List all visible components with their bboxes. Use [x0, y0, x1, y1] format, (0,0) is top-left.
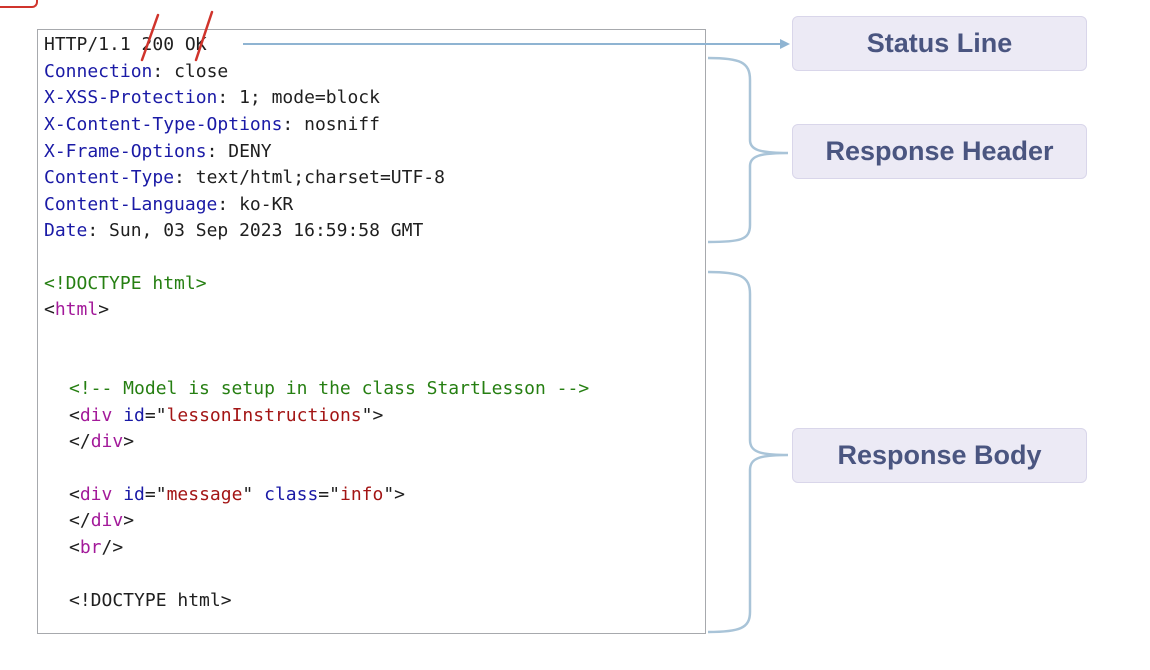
header-value: Sun, 03 Sep 2023 16:59:58 GMT: [109, 220, 424, 241]
response-body-label: Response Body: [792, 428, 1087, 483]
body-html-open: <html>: [44, 299, 110, 320]
header-line: Connection: close: [44, 61, 229, 82]
header-line: Date: Sun, 03 Sep 2023 16:59:58 GMT: [44, 220, 424, 241]
header-value: ko-KR: [239, 194, 294, 215]
header-line: X-Content-Type-Options: nosniff: [44, 114, 380, 135]
body-div-message-close: </div>: [69, 510, 135, 531]
header-line: X-XSS-Protection: 1; mode=block: [44, 87, 380, 108]
status-reason: OK: [184, 34, 207, 55]
http-response-code-box: [37, 29, 706, 634]
body-div-lesson-close: </div>: [69, 431, 135, 452]
header-name: X-Frame-Options: [44, 141, 207, 162]
header-name: Content-Language: [44, 194, 218, 215]
http-version: HTTP/1.1: [44, 34, 131, 55]
status-code: 200: [141, 34, 175, 55]
body-doctype-repeat: <!DOCTYPE html>: [69, 590, 232, 611]
header-value: nosniff: [304, 114, 380, 135]
header-line: Content-Language: ko-KR: [44, 194, 294, 215]
response-header-label: Response Header: [792, 124, 1087, 179]
header-line: X-Frame-Options: DENY: [44, 141, 272, 162]
body-comment: <!-- Model is setup in the class StartLe…: [69, 378, 590, 399]
body-div-lesson-open: <div id="lessonInstructions">: [69, 405, 384, 426]
header-name: Date: [44, 220, 88, 241]
status-line-label: Status Line: [792, 16, 1087, 71]
header-name: Connection: [44, 61, 153, 82]
header-value: 1; mode=block: [239, 87, 380, 108]
header-name: Content-Type: [44, 167, 175, 188]
body-div-message-open: <div id="message" class="info">: [69, 484, 406, 505]
header-name: X-XSS-Protection: [44, 87, 218, 108]
header-line: Content-Type: text/html;charset=UTF-8: [44, 167, 445, 188]
header-name: X-Content-Type-Options: [44, 114, 283, 135]
response-header-bracket: [707, 56, 789, 244]
red-corner-annotation: [0, 0, 38, 8]
response-body-bracket: [707, 270, 789, 634]
header-value: DENY: [228, 141, 272, 162]
body-doctype: <!DOCTYPE html>: [44, 273, 207, 294]
header-value: text/html;charset=UTF-8: [195, 167, 445, 188]
body-br: <br/>: [69, 537, 124, 558]
status-line-text: HTTP/1.1 200 OK: [44, 32, 207, 58]
header-value: close: [174, 61, 229, 82]
